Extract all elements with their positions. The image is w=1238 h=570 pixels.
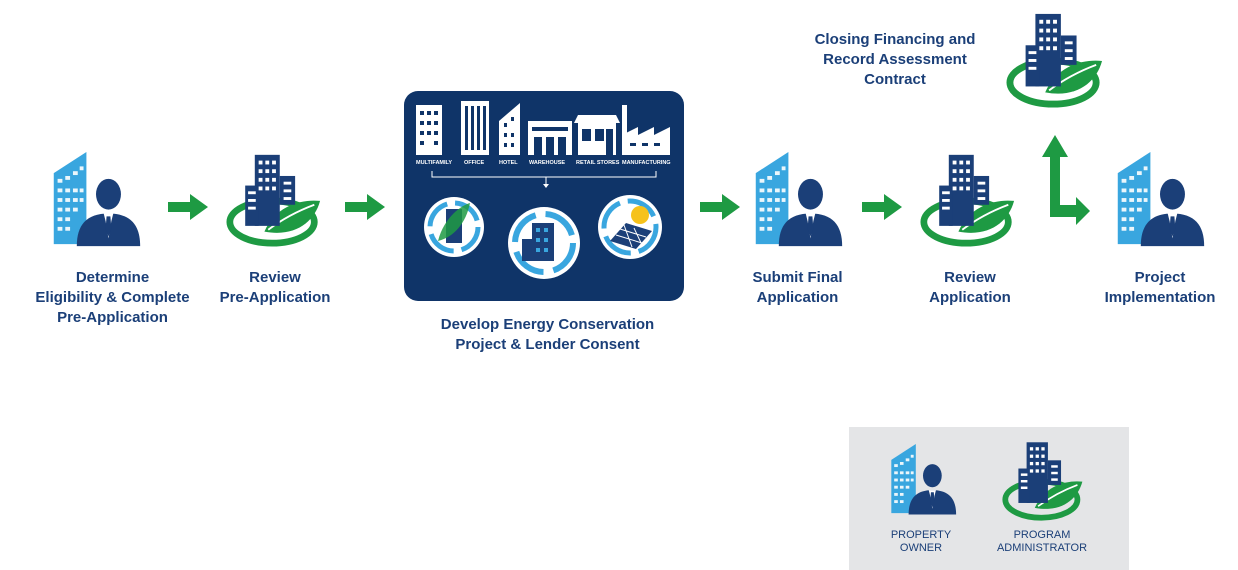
flow-arrow-icon [168, 194, 208, 220]
flow-arrow-icon [862, 194, 902, 220]
building-types-illustration: MULTIFAMILY OFFICE HOTEL WAREHOUSE RETAI… [416, 101, 671, 279]
program-administrator-icon [1006, 10, 1104, 108]
building-type-label: HOTEL [499, 160, 518, 166]
property-owner-icon [887, 441, 959, 519]
building-type-label: WAREHOUSE [529, 160, 565, 166]
step-develop-project-label: Develop Energy Conservation Project & Le… [440, 316, 655, 353]
step-review-pre-application-label: Review Pre-Application [219, 269, 331, 306]
legend-property-owner-label: PROPERTY OWNER [890, 529, 952, 554]
retrofit-cycle-icon [424, 197, 484, 257]
step-closing-financing-label: Closing Financing and Record Assessment … [814, 31, 976, 88]
step-determine-eligibility-label: Determine Eligibility & Complete Pre-App… [35, 269, 190, 326]
building-type-label: MANUFACTURING [622, 160, 671, 166]
building-cycle-icon [508, 207, 580, 279]
program-administrator-icon [1001, 439, 1085, 521]
legend-program-administrator-label: PROGRAM ADMINISTRATOR [996, 529, 1088, 554]
legend: PROPERTY OWNER PROGRAM ADMINISTRATOR [849, 427, 1129, 570]
building-type-label: MULTIFAMILY [416, 160, 452, 166]
develop-project-panel: MULTIFAMILY OFFICE HOTEL WAREHOUSE RETAI… [404, 91, 684, 301]
property-owner-icon [48, 150, 144, 250]
flow-arrow-icon [700, 194, 740, 220]
property-owner-icon [750, 150, 846, 250]
program-administrator-icon [920, 150, 1016, 248]
step-review-application-label: Review Application [929, 269, 1011, 306]
step-submit-final-application-label: Submit Final Application [752, 269, 843, 306]
flow-arrow-icon [345, 194, 385, 220]
solar-cycle-icon [598, 195, 662, 259]
program-administrator-icon [226, 150, 322, 248]
branch-arrow-icon [1042, 135, 1090, 225]
building-type-label: RETAIL STORES [576, 160, 620, 166]
step-project-implementation-label: Project Implementation [1104, 269, 1216, 306]
building-type-label: OFFICE [464, 160, 484, 166]
property-owner-icon [1112, 150, 1208, 250]
